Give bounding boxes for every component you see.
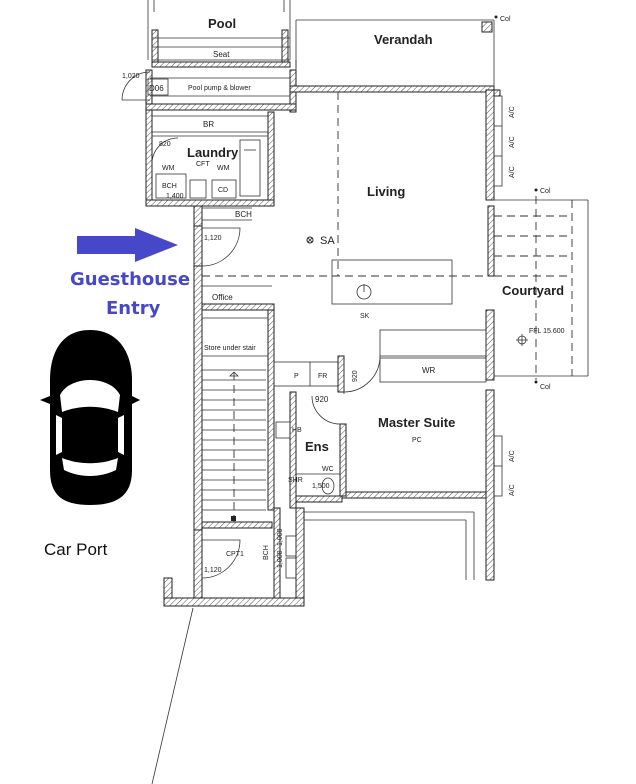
living-label: Living bbox=[367, 184, 405, 199]
cd-label: CD bbox=[218, 187, 228, 194]
pool-area bbox=[147, 0, 291, 68]
wm-left-label: WM bbox=[162, 165, 175, 172]
smoke-alarm-icon bbox=[306, 236, 314, 244]
shr-label: SHR bbox=[288, 477, 303, 484]
car-icon bbox=[40, 330, 140, 505]
lower-outline bbox=[295, 507, 475, 605]
hb-label: HB bbox=[292, 427, 302, 434]
car-port-label: Car Port bbox=[44, 540, 108, 559]
ac-label-1: A/C bbox=[509, 106, 516, 118]
pool-label: Pool bbox=[208, 16, 236, 31]
bottom-entry bbox=[163, 507, 305, 607]
wm-right-label: WM bbox=[217, 165, 230, 172]
living-room bbox=[202, 92, 486, 305]
dim-820-label-a: 820 bbox=[159, 141, 171, 148]
verandah-area bbox=[295, 19, 495, 90]
dim-920-label: 920 bbox=[315, 395, 329, 404]
main-walls bbox=[145, 85, 501, 227]
ensuite bbox=[275, 391, 347, 509]
wc-label: WC bbox=[322, 466, 334, 473]
ac-units bbox=[493, 95, 503, 497]
pantry-fridge bbox=[273, 329, 487, 394]
entry-label-line2: Entry bbox=[106, 298, 161, 319]
entry-door bbox=[193, 225, 241, 267]
dim-1020-label: 1,020 bbox=[122, 73, 140, 80]
ac-label-3: A/C bbox=[509, 166, 516, 178]
wr-label: WR bbox=[422, 366, 436, 375]
driveway-line bbox=[151, 607, 194, 784]
master-suite-label: Master Suite bbox=[378, 415, 455, 430]
ffl-label: FFL 15.600 bbox=[529, 328, 565, 335]
dim-1400-label: 1,400 bbox=[166, 193, 184, 200]
bch-hall-label: BCH bbox=[235, 210, 252, 219]
dim-920-v-label: 920 bbox=[352, 370, 359, 382]
verandah-label: Verandah bbox=[374, 32, 433, 47]
pc-label: PC bbox=[412, 437, 422, 444]
dim-1000-label-a: 1,000 bbox=[277, 550, 284, 568]
courtyard-label: Courtyard bbox=[502, 283, 564, 298]
col-label-low: Col bbox=[540, 384, 551, 391]
stair-area bbox=[201, 309, 275, 529]
guesthouse-entry-annotation: Guesthouse Entry bbox=[70, 228, 190, 319]
sk-label: SK bbox=[360, 313, 370, 320]
sa-label: SA bbox=[320, 235, 335, 247]
level-marker-icon bbox=[516, 334, 528, 346]
fr-label: FR bbox=[318, 373, 327, 380]
laundry-label: Laundry bbox=[187, 145, 239, 160]
pool-pump-label: Pool pump & blower bbox=[188, 85, 251, 92]
seat-label: Seat bbox=[213, 50, 230, 59]
bch-stair-label: BCH bbox=[263, 545, 270, 560]
col-label-top: Col bbox=[500, 16, 511, 23]
office-label: Office bbox=[212, 293, 233, 302]
ens-label: Ens bbox=[305, 439, 329, 454]
dim-1000-label-b: 1,000 bbox=[277, 528, 284, 546]
dim-1120-bottom-label: 1,120 bbox=[204, 567, 222, 574]
store-under-stair-label: Store under stair bbox=[204, 345, 256, 352]
cpt1-label: CPT1 bbox=[226, 551, 244, 558]
dim-1120-top-label: 1,120 bbox=[204, 235, 222, 242]
pool-pump-room bbox=[121, 69, 297, 113]
arrow-right-icon bbox=[77, 228, 178, 262]
door-d06-label: D06 bbox=[149, 84, 164, 93]
br-label: BR bbox=[203, 120, 214, 129]
cft-label: CFT bbox=[196, 161, 210, 168]
dim-1500-label: 1,500 bbox=[312, 483, 330, 490]
laundry-room bbox=[151, 135, 268, 199]
entry-label-line1: Guesthouse bbox=[70, 269, 190, 290]
ac-label-5: A/C bbox=[509, 484, 516, 496]
ac-label-2: A/C bbox=[509, 136, 516, 148]
p-label: P bbox=[294, 373, 299, 380]
col-label-mid: Col bbox=[540, 188, 551, 195]
bch-laundry-label: BCH bbox=[162, 183, 177, 190]
ac-label-4: A/C bbox=[509, 450, 516, 462]
